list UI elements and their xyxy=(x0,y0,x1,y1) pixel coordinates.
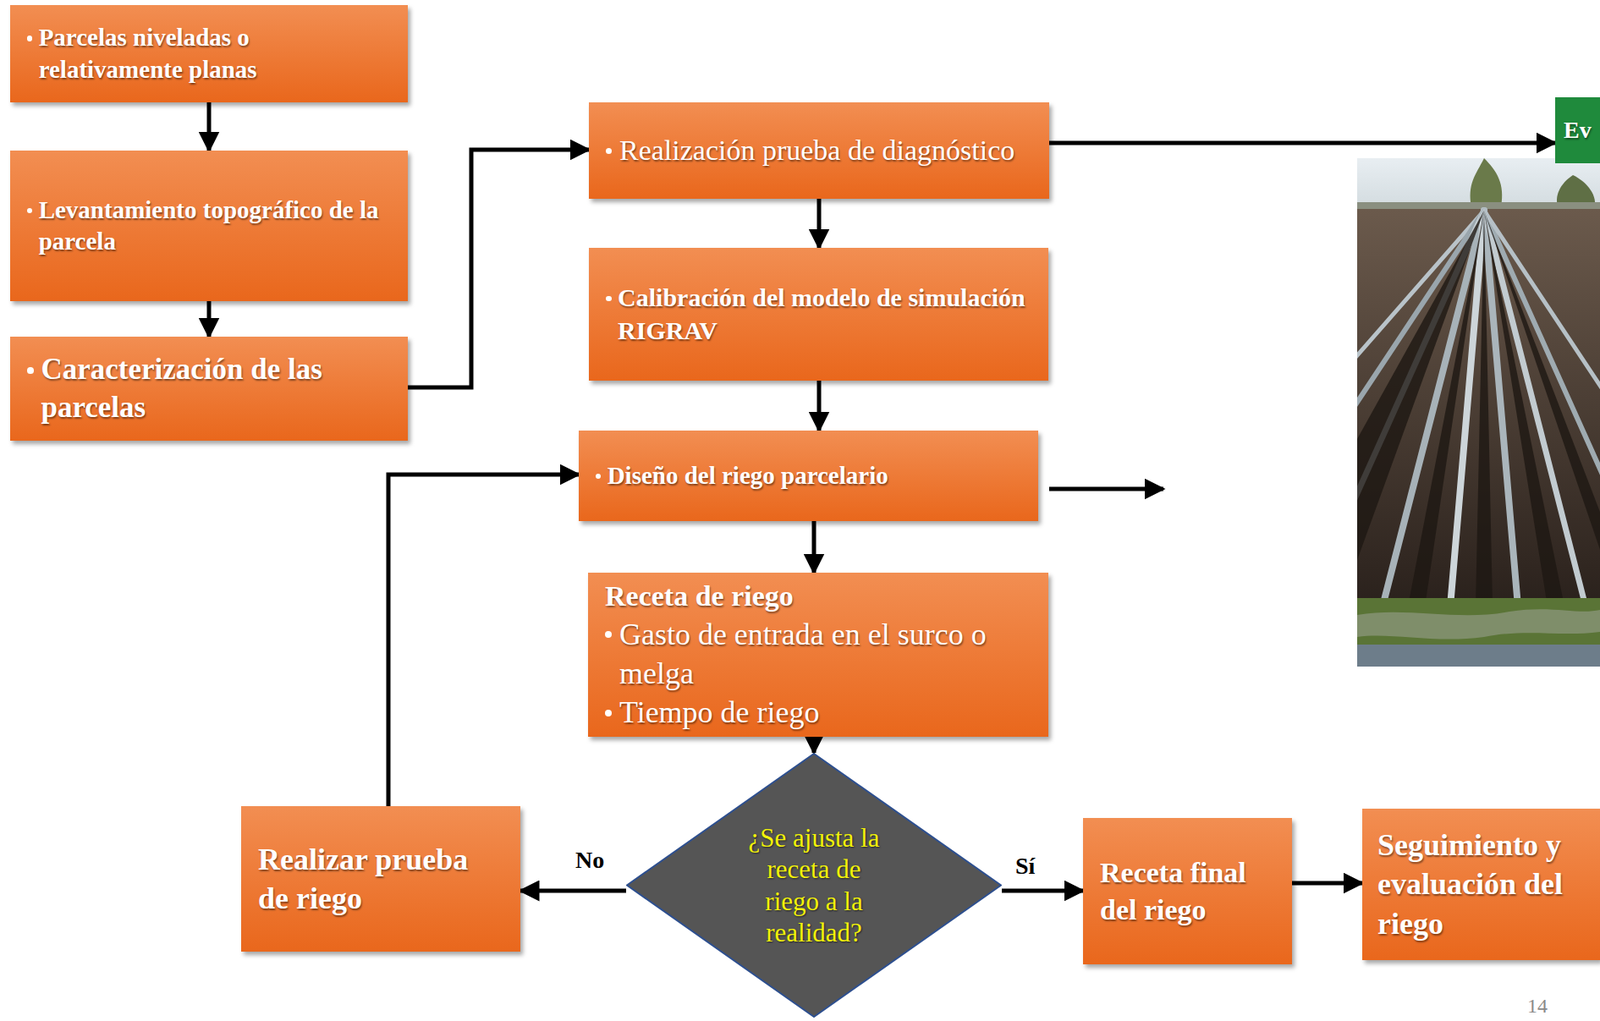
edge-label: No xyxy=(572,846,607,875)
flow-arrow xyxy=(812,521,817,573)
text-group: Seguimiento y evaluación del riego xyxy=(1377,825,1585,943)
box-text: Realización prueba de diagnóstico xyxy=(619,131,1015,170)
flow-arrow xyxy=(817,198,822,248)
bullet-dot xyxy=(605,148,612,154)
text-row: ¿Se ajusta la receta de riego a la reali… xyxy=(742,822,886,949)
text-group: Realizar prueba de riego xyxy=(258,840,504,919)
bullet-dot xyxy=(27,208,33,214)
text-group: Receta de riegoGasto de entrada en el su… xyxy=(604,577,1032,732)
text-group: Parcelas niveladas o relativamente plana… xyxy=(27,21,391,85)
flow-arrow xyxy=(207,102,212,151)
process-box: Levantamiento topográfico de la parcela xyxy=(10,150,408,302)
text-group: ¿Se ajusta la receta de riego a la reali… xyxy=(742,822,886,949)
process-box: Parcelas niveladas o relativamente plana… xyxy=(10,5,408,103)
text-row: Tiempo de riego xyxy=(604,692,1032,732)
text-row: Receta final del riego xyxy=(1099,854,1276,929)
text-row: Caracterización de las parcelas xyxy=(27,351,391,428)
process-box: Diseño del riego parcelario xyxy=(578,430,1039,522)
text-group: Realización prueba de diagnóstico xyxy=(605,131,1033,170)
page-number: 14 xyxy=(1527,995,1548,1018)
box-text: Diseño del riego parcelario xyxy=(607,460,889,492)
box-text: Levantamiento topográfico de la parcela xyxy=(38,194,391,258)
process-box: Caracterización de las parcelas xyxy=(10,336,408,441)
text-row: Calibración del modelo de simulación RIG… xyxy=(605,281,1032,347)
box-text: Gasto de entrada en el surco o melga xyxy=(619,615,1032,693)
bullet-dot xyxy=(27,35,33,41)
process-box: Realizar prueba de riego xyxy=(241,806,521,952)
loose-arrow xyxy=(1049,487,1164,492)
decision-diamond: ¿Se ajusta la receta de riego a la reali… xyxy=(626,753,1002,1018)
process-box: Ev xyxy=(1555,97,1600,164)
text-row: Realización prueba de diagnóstico xyxy=(605,131,1033,170)
text-group: Levantamiento topográfico de la parcela xyxy=(27,194,391,258)
box-text: Receta final del riego xyxy=(1099,854,1276,929)
box-text: ¿Se ajusta la receta de riego a la reali… xyxy=(742,822,886,949)
flow-arrow xyxy=(1049,141,1556,146)
flow-arrow xyxy=(207,301,212,337)
box-text: Tiempo de riego xyxy=(619,692,820,732)
process-box: Seguimiento y evaluación del riego xyxy=(1362,808,1600,961)
bullet-dot xyxy=(604,709,612,717)
flow-arrow xyxy=(520,889,627,894)
process-box: Receta final del riego xyxy=(1083,818,1293,965)
text-group: Ev xyxy=(1563,115,1592,146)
flow-arrow xyxy=(1001,889,1084,894)
text-row: Realizar prueba de riego xyxy=(258,840,504,919)
text-row: Ev xyxy=(1563,115,1592,146)
process-box: Realización prueba de diagnóstico xyxy=(588,102,1050,199)
text-row: Parcelas niveladas o relativamente plana… xyxy=(27,21,391,85)
box-text: Calibración del modelo de simulación RIG… xyxy=(617,281,1032,347)
process-box: Calibración del modelo de simulación RIG… xyxy=(588,247,1049,381)
field-photo xyxy=(1357,158,1600,667)
box-text: Ev xyxy=(1563,115,1592,146)
text-group: Receta final del riego xyxy=(1099,854,1276,929)
bullet-dot xyxy=(605,296,612,303)
page-number: 14 xyxy=(1527,995,1548,1018)
flow-arrow xyxy=(817,380,822,431)
text-group: Calibración del modelo de simulación RIG… xyxy=(605,281,1032,347)
text-group: Diseño del riego parcelario xyxy=(595,460,1022,492)
bullet-dot xyxy=(604,631,612,638)
text-row: Gasto de entrada en el surco o melga xyxy=(604,615,1032,693)
text-row: Diseño del riego parcelario xyxy=(595,460,1022,492)
box-text: Parcelas niveladas o relativamente plana… xyxy=(38,21,391,85)
text-row: Receta de riego xyxy=(604,577,1032,616)
text-group: Caracterización de las parcelas xyxy=(27,351,391,428)
process-box: Receta de riegoGasto de entrada en el su… xyxy=(588,572,1049,737)
box-text: Seguimiento y evaluación del riego xyxy=(1377,825,1585,943)
flow-arrow xyxy=(407,149,589,388)
box-text: Caracterización de las parcelas xyxy=(40,351,391,428)
box-heading: Receta de riego xyxy=(604,577,794,616)
flow-arrow xyxy=(1292,881,1363,886)
flow-arrow xyxy=(388,474,579,807)
box-text: Realizar prueba de riego xyxy=(258,840,504,919)
bullet-dot xyxy=(27,367,34,374)
edge-label: Sí xyxy=(1012,852,1038,880)
text-row: Levantamiento topográfico de la parcela xyxy=(27,194,391,258)
text-row: Seguimiento y evaluación del riego xyxy=(1377,825,1585,943)
flow-arrow xyxy=(812,736,817,754)
bullet-dot xyxy=(595,473,601,479)
diamond-shape xyxy=(626,753,1002,1018)
